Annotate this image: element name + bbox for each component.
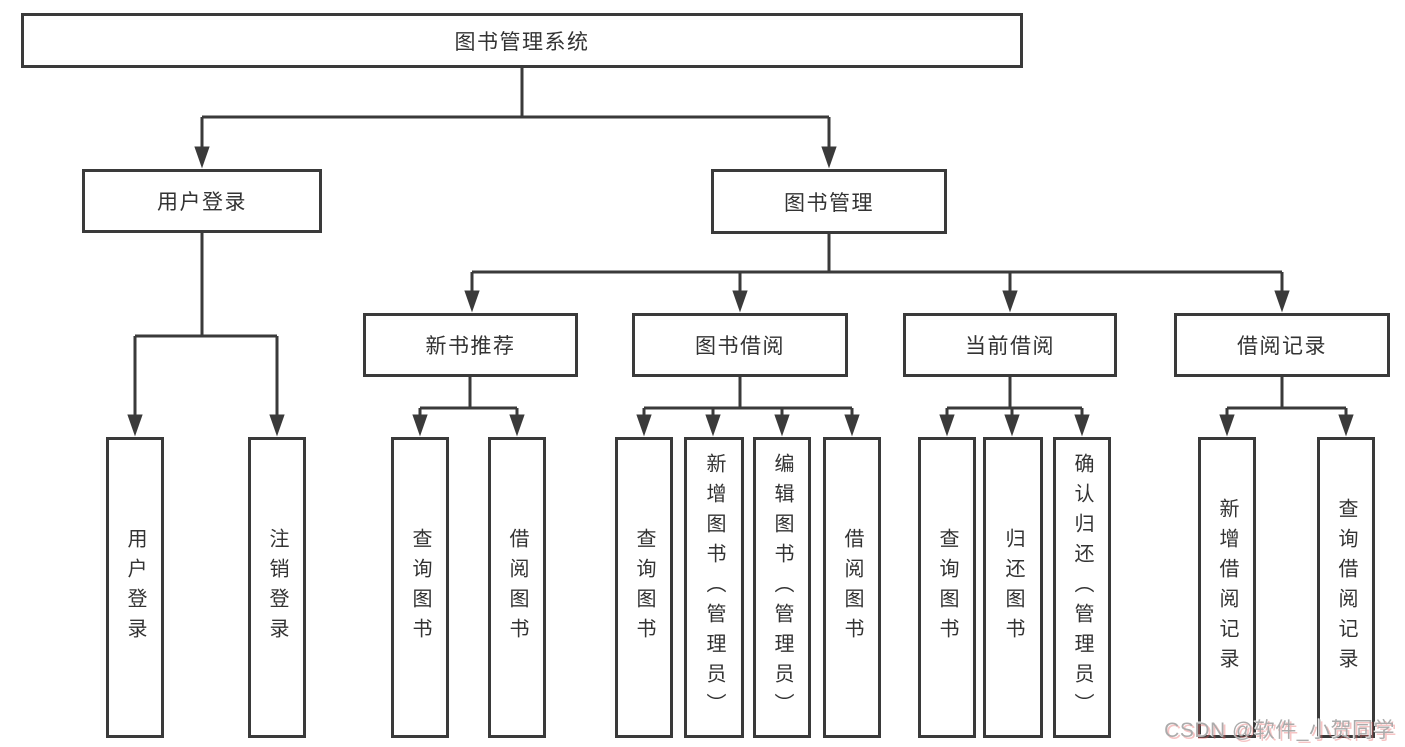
node-root-label: 图书管理系统 [454,30,590,54]
leaf-query-borrow-record: 查询借阅记录 [1317,437,1375,738]
node-label: 图书管理 [784,191,874,215]
leaf-label: 新增图书（管理员） [703,452,725,723]
node-borrow-records: 借阅记录 [1174,313,1390,377]
leaf-label: 借阅图书 [841,527,863,648]
leaf-add-book-admin: 新增图书（管理员） [684,437,744,738]
leaf-label: 归还图书 [1002,527,1024,648]
csdn-watermark: CSDN @软件_小贺同学 [1164,719,1395,742]
node-book-management: 图书管理 [711,169,947,234]
leaf-return-books: 归还图书 [983,437,1043,738]
leaf-label: 编辑图书（管理员） [771,452,793,723]
node-label: 图书借阅 [695,335,785,358]
node-user-login: 用户登录 [82,169,322,233]
node-root: 图书管理系统 [21,13,1023,68]
leaf-borrow-books-recommend: 借阅图书 [488,437,546,738]
leaf-label: 查询图书 [936,527,958,648]
leaf-label: 注销登录 [266,527,288,648]
leaf-query-books-borrow: 查询图书 [615,437,673,738]
node-label: 新书推荐 [425,335,516,358]
leaf-label: 确认归还（管理员） [1071,452,1093,723]
leaf-label: 用户登录 [124,527,146,648]
node-label: 当前借阅 [965,335,1055,358]
leaf-user-login: 用户登录 [106,437,164,738]
leaf-label: 借阅图书 [506,527,528,648]
leaf-label: 查询借阅记录 [1335,497,1357,678]
leaf-add-borrow-record: 新增借阅记录 [1198,437,1256,738]
leaf-logout-login: 注销登录 [248,437,306,738]
leaf-label: 查询图书 [409,527,431,648]
leaf-query-books-current: 查询图书 [918,437,976,738]
node-label: 用户登录 [157,191,247,214]
node-current-borrow: 当前借阅 [903,313,1117,377]
leaf-borrow-books: 借阅图书 [823,437,881,738]
leaf-label: 新增借阅记录 [1216,497,1238,678]
node-label: 借阅记录 [1237,335,1327,358]
leaf-edit-book-admin: 编辑图书（管理员） [753,437,811,738]
node-new-book-recommend: 新书推荐 [363,313,578,377]
leaf-confirm-return-admin: 确认归还（管理员） [1053,437,1111,738]
leaf-label: 查询图书 [633,527,655,648]
leaf-query-books-recommend: 查询图书 [391,437,449,738]
node-book-borrow: 图书借阅 [632,313,848,377]
